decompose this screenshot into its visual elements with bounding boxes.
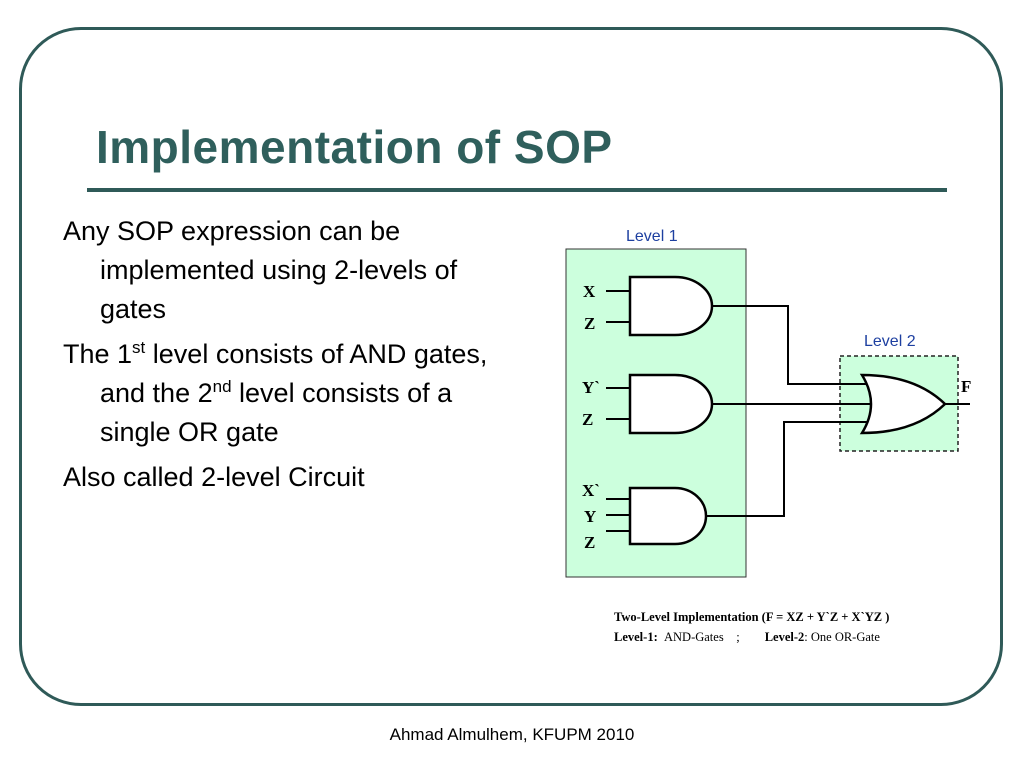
and-gate-2 bbox=[628, 373, 714, 435]
bullet-text-part: level consists of AND gates, and the 2 bbox=[100, 339, 488, 408]
superscript-nd: nd bbox=[212, 377, 232, 396]
caption-line-1: Two-Level Implementation (F = XZ + Y`Z +… bbox=[614, 607, 889, 627]
wires bbox=[606, 290, 970, 532]
bullet-item: Any SOP expression can be implemented us… bbox=[63, 212, 518, 329]
caption-level2-key: Level-2 bbox=[764, 630, 805, 644]
and-gate-1 bbox=[628, 275, 714, 337]
bullet-text: Also called 2-level Circuit bbox=[63, 462, 365, 492]
slide-footer: Ahmad Almulhem, KFUPM 2010 bbox=[389, 725, 635, 744]
bullet-text-part: The 1 bbox=[63, 339, 133, 369]
superscript-st: st bbox=[132, 338, 146, 357]
input-label-z: Z bbox=[584, 314, 595, 333]
input-label-z: Z bbox=[582, 410, 593, 429]
bullet-text: Any SOP expression can be implemented us… bbox=[63, 216, 458, 324]
caption-level2-value: : One OR-Gate bbox=[804, 630, 880, 644]
output-label-f: F bbox=[961, 377, 971, 396]
input-label-y-prime: Y` bbox=[582, 378, 600, 397]
caption-level1-value: AND-Gates bbox=[663, 630, 724, 644]
title-underline bbox=[87, 188, 947, 192]
slide-frame bbox=[19, 27, 1003, 706]
bullet-item: The 1st level consists of AND gates, and… bbox=[63, 335, 518, 452]
bullet-list: Any SOP expression can be implemented us… bbox=[63, 212, 518, 503]
caption-line-2: Level-1: AND-Gates ; Level-2: One OR-Gat… bbox=[614, 627, 889, 647]
level2-label: Level 2 bbox=[864, 333, 916, 350]
input-label-y: Y bbox=[584, 507, 596, 526]
level1-label: Level 1 bbox=[626, 228, 678, 245]
input-label-x-prime: X` bbox=[582, 481, 600, 500]
caption-separator: ; bbox=[736, 630, 740, 644]
bullet-item: Also called 2-level Circuit bbox=[63, 458, 518, 497]
and-gate-3 bbox=[628, 486, 708, 546]
caption-title: Two-Level Implementation (F = XZ + Y`Z +… bbox=[614, 610, 890, 624]
caption-level1-key: Level-1: bbox=[614, 630, 658, 644]
input-label-x: X bbox=[583, 282, 596, 301]
diagram-caption: Two-Level Implementation (F = XZ + Y`Z +… bbox=[614, 607, 889, 647]
or-gate bbox=[859, 373, 947, 435]
slide-title: Implementation of SOP bbox=[96, 121, 613, 173]
bullet-text-part: level consists of a single OR gate bbox=[100, 378, 453, 447]
input-label-z: Z bbox=[584, 533, 595, 552]
